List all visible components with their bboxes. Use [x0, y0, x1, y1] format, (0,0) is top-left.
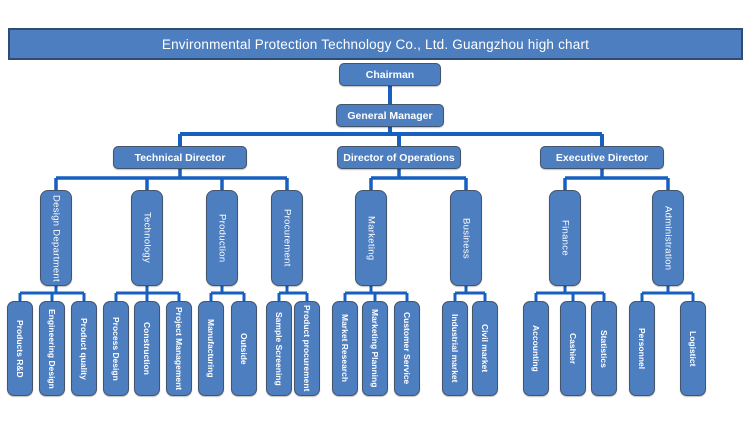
node-customer-service: Customer Service	[394, 301, 420, 396]
node-administration: Administration	[652, 190, 684, 286]
node-industrial-market: Industrial market	[442, 301, 468, 396]
node-product-quality: Product quality	[71, 301, 97, 396]
node-market-research: Market Research	[332, 301, 358, 396]
node-statistics: Statistics	[591, 301, 617, 396]
node-marketing: Marketing	[355, 190, 387, 286]
node-chairman: Chairman	[339, 63, 441, 86]
node-manufacturing: Manufacturing	[198, 301, 224, 396]
node-accounting: Accounting	[523, 301, 549, 396]
node-outside: Outside	[231, 301, 257, 396]
node-design-department: Design Department	[40, 190, 72, 286]
node-process-design: Process Design	[103, 301, 129, 396]
node-business: Business	[450, 190, 482, 286]
node-procurement: Procurement	[271, 190, 303, 286]
node-engineering-design: Engineering Design	[39, 301, 65, 396]
node-personnel: Personnel	[629, 301, 655, 396]
node-director-of-operations: Director of Operations	[337, 146, 461, 169]
node-cashier: Cashier	[560, 301, 586, 396]
node-marketing-planning: Marketing Planning	[362, 301, 388, 396]
node-products-rd: Products R&D	[7, 301, 33, 396]
node-sample-screening: Sample Screening	[266, 301, 292, 396]
node-product-procurement: Product procurement	[294, 301, 320, 396]
chart-title-bar: Environmental Protection Technology Co.,…	[8, 28, 743, 60]
node-construction: Construction	[134, 301, 160, 396]
node-logistict: Logistict	[680, 301, 706, 396]
node-technology: Technology	[131, 190, 163, 286]
node-project-management: Project Management	[166, 301, 192, 396]
node-civil-market: Civil market	[472, 301, 498, 396]
chart-title: Environmental Protection Technology Co.,…	[161, 36, 590, 52]
node-executive-director: Executive Director	[540, 146, 664, 169]
node-finance: Finance	[549, 190, 581, 286]
node-technical-director: Technical Director	[113, 146, 247, 169]
node-production: Production	[206, 190, 238, 286]
node-general-manager: General Manager	[336, 104, 444, 127]
